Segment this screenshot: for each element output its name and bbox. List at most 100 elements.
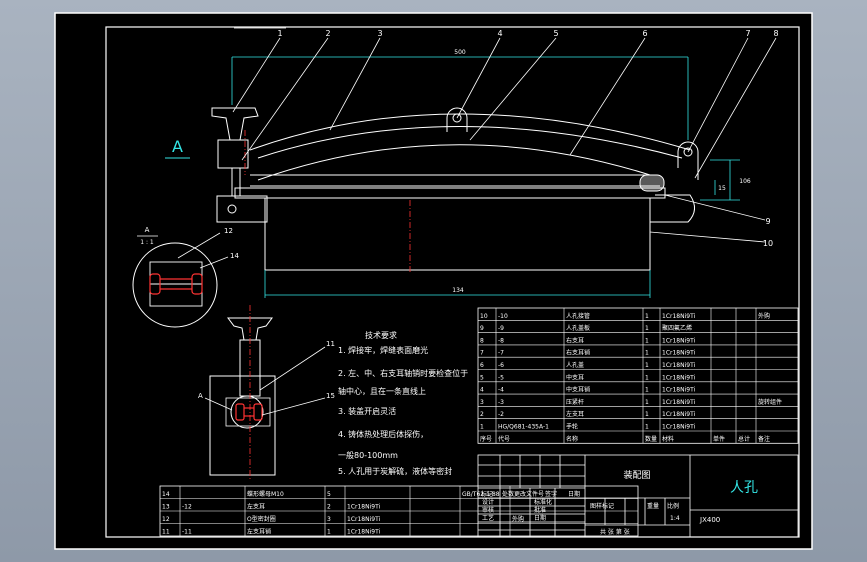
detail-balloon-15: 15 [326,392,335,400]
tech-note-4: 3. 装盖开启灵活 [338,406,396,416]
tech-notes: 技术要求 1. 焊接牢，焊缝表面磨光 2. 左、中、右支耳轴销时要检查位于 轴中… [338,330,468,476]
bom-lower-cell: 左支耳 [247,503,265,511]
dim-height-1: 15 [718,185,726,192]
detail-circle [132,242,218,328]
bom-lower-cell: 5 [327,491,331,498]
bom-upper-cell: 1Cr18Ni9Ti [662,424,696,431]
dimension-lines [231,56,740,298]
tech-note-7: 5. 人孔用于炭解硫，液体等密封 [338,466,452,476]
bom-upper-cell: 右支耳 [566,336,584,344]
balloon-5: 5 [553,29,558,38]
sign-label-design: 设计 [482,498,494,506]
bom-upper-cell: -3 [498,399,504,406]
view-label: A [172,137,183,156]
bom-upper-cell: 1 [645,337,649,344]
bom-upper-cell: -10 [498,313,508,320]
bom-upper-cell: 1Cr18Ni9Ti [662,362,696,369]
bom-lower-cell: -12 [182,504,192,511]
bom-lower-cell: 外购 [512,515,524,523]
section-label: A [145,226,150,234]
bom-upper-cell: 1 [645,411,649,418]
balloon-9: 9 [765,217,770,226]
bom-upper-cell: 5 [480,374,484,381]
sign-label-process: 工艺 [482,514,494,522]
bom-upper-cell: 2 [480,411,484,418]
bom-upper-cell: 1 [645,424,649,431]
bom-lower-cell: GB/T62.1-88 [462,491,500,498]
balloon-3: 3 [377,29,382,38]
bom-lower-cell: 14 [162,491,170,498]
sheet-background [54,12,813,550]
bom-upper-cell: -9 [498,325,504,332]
bom-upper-cell: 8 [480,337,484,344]
bom-upper-cell: 单件 [713,435,725,443]
section-detail: A 1 : 1 12 14 [132,226,239,328]
bom-upper-cell: 4 [480,387,484,394]
bom-upper-cell: 外购 [758,312,770,320]
bom-lower-cell: 1Cr18Ni9Ti [347,504,381,511]
sign-label-standard: 标准化 [534,498,552,506]
bom-upper-cell: 右支耳销 [566,349,590,357]
balloon-7: 7 [745,29,750,38]
bom-upper-cell: 1Cr18Ni9Ti [662,350,696,357]
cover-plate-top [257,144,651,181]
side-detail-circle [230,395,264,429]
bom-upper-cell: 3 [480,399,484,406]
left-lug [216,195,268,223]
bom-upper-cell: 人孔盖 [566,361,584,369]
tech-note-6: 一般80-100mm [338,450,398,460]
main-assembly-view [211,107,699,271]
bom-upper-cell: 备注 [758,435,770,443]
side-view [209,317,276,476]
balloon-6: 6 [642,29,647,38]
bom-upper-cell: 旋转组件 [758,398,782,406]
balloon-10: 10 [763,239,773,248]
sign-label-date: 日期 [534,514,546,522]
dim-height-2: 106 [739,178,751,185]
balloon-2: 2 [325,29,330,38]
cover-arch-outer [249,113,691,151]
bom-upper-cell: 材料 [662,435,674,443]
bom-upper-cell: 6 [480,362,484,369]
scale-value: 1:4 [670,515,680,522]
bom-upper-cell: -2 [498,411,504,418]
bom-upper-cell: 手轮 [566,423,578,431]
sign-label-check: 审核 [482,506,494,514]
tech-notes-title: 技术要求 [365,330,397,340]
detail-balloon-12: 12 [224,227,233,235]
bom-upper-cell: 1Cr18Ni9Ti [662,399,696,406]
bom-upper-cell: 代号 [498,435,510,443]
bom-lower-cell: 13 [162,504,170,511]
seal-ring [639,174,665,192]
revision-label-2: 处数 [502,490,514,498]
bom-upper-cell: 1 [645,387,649,394]
dim-body: 134 [452,287,464,294]
bom-upper-cell: 1 [645,350,649,357]
bom-upper-cell: 序号 [480,435,492,443]
bom-lower-cell: 蝶形螺母M10 [247,490,284,498]
bom-upper-cell: 1 [645,313,649,320]
bom-upper-cell: 聚四氟乙烯 [662,324,692,332]
bom-upper-cell: 7 [480,350,484,357]
bom-upper-cell: 数量 [645,435,657,443]
stage-label-2: 重量 [647,502,659,510]
dim-width: 500 [454,49,466,56]
tech-note-3: 轴中心，且在一条直线上 [338,386,426,396]
bom-upper-cell: -8 [498,337,504,344]
side-view-red [235,403,263,421]
stage-label-1: 图样标记 [590,502,614,510]
bom-upper-cell: -4 [498,387,504,394]
bom-lower-cell: 左支耳销 [247,528,271,536]
bom-lower-cell: 3 [327,516,331,523]
left-pin [227,204,237,214]
tech-note-2: 2. 左、中、右支耳轴销时要检查位于 [338,368,468,378]
right-lug [677,141,699,180]
drawing-name: 装配图 [623,469,650,481]
bom-upper-cell: 1 [645,374,649,381]
bom-upper-cell: 名称 [566,435,578,443]
bom-upper-cell: -6 [498,362,504,369]
bom-lower-cell: 1Cr18Ni9Ti [347,516,381,523]
bom-upper-cell: 10 [480,313,488,320]
